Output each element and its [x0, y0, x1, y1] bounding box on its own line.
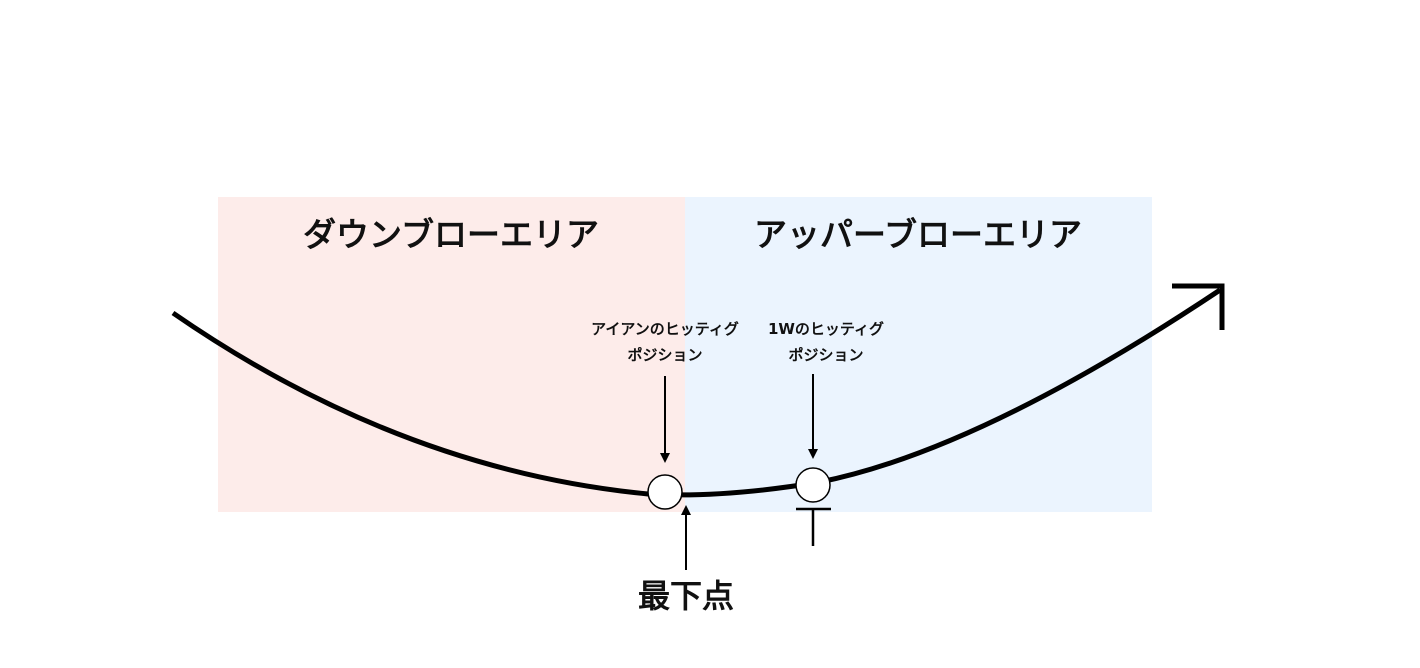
driver-position-circle: [795, 467, 831, 503]
driver-position-label-line1: 1Wのヒッティグ: [768, 320, 884, 338]
iron-position-label-line2: ポジション: [627, 346, 702, 364]
downblow-area: [218, 197, 685, 512]
arc-arrowhead-icon: [1172, 283, 1225, 330]
lowest-point-label: 最下点: [638, 577, 734, 615]
iron-position-label-line1: アイアンのヒッティグ: [591, 320, 739, 338]
swing-arc-curve: [171, 287, 1222, 498]
upperblow-area-label: アッパーブローエリア: [754, 215, 1082, 254]
iron-position-circle: [647, 474, 683, 510]
upperblow-area: [685, 197, 1152, 512]
downblow-area-label: ダウンブローエリア: [303, 215, 599, 254]
tee-icon: [796, 507, 831, 546]
driver-position-label-line2: ポジション: [788, 346, 863, 364]
